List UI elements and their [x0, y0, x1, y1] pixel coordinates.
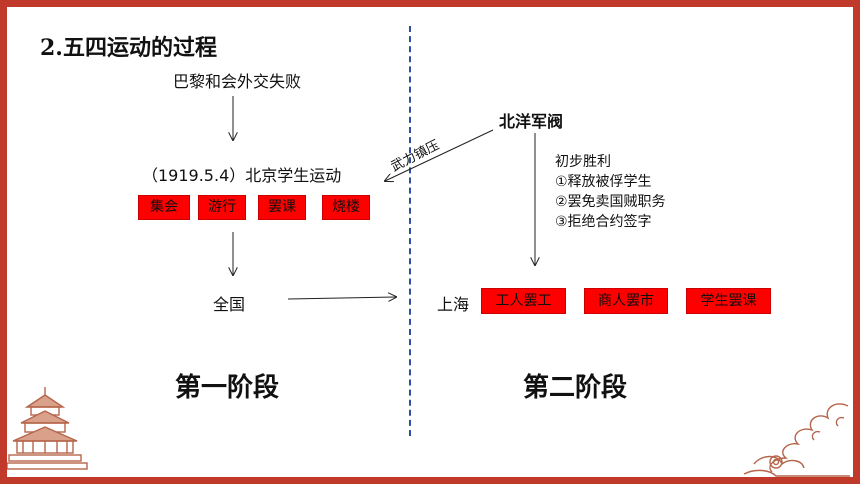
action-box-parade: 游行 — [198, 195, 246, 220]
node-student-movement: （1919.5.4）北京学生运动 — [142, 166, 342, 185]
node-shanghai: 上海 — [437, 295, 470, 314]
victory-list: 初步胜利 ①释放被俘学生 ②罢免卖国贼职务 ③拒绝合约签字 — [555, 152, 666, 232]
action-box-burn-building: 烧楼 — [322, 195, 370, 220]
stage-one-label: 第一阶段 — [175, 373, 280, 403]
slide-title: 2.五四运动的过程 — [40, 35, 217, 61]
stage-divider-line — [409, 26, 411, 436]
victory-item-1: ①释放被俘学生 — [555, 174, 652, 190]
victory-item-2: ②罢免卖国贼职务 — [555, 194, 666, 210]
action-box-gathering: 集会 — [138, 195, 190, 220]
cloud-ornament — [743, 403, 850, 477]
action-box-strike-class: 罢课 — [258, 195, 306, 220]
node-nationwide: 全国 — [213, 295, 246, 314]
victory-heading: 初步胜利 — [555, 154, 611, 170]
node-beiyang: 北洋军阀 — [499, 112, 564, 131]
slide-canvas — [11, 11, 849, 471]
arrow-nationwide-to-shanghai — [287, 297, 396, 299]
stage-two-label: 第二阶段 — [523, 373, 628, 403]
node-paris-failure: 巴黎和会外交失败 — [173, 72, 302, 91]
arrow-suppression — [385, 129, 494, 181]
action-box-workers-strike: 工人罢工 — [481, 288, 566, 314]
temple-of-heaven-ornament — [7, 387, 88, 470]
action-box-students-strike: 学生罢课 — [686, 288, 771, 314]
victory-item-3: ③拒绝合约签字 — [555, 214, 652, 230]
action-box-merchants-strike: 商人罢市 — [584, 288, 668, 314]
